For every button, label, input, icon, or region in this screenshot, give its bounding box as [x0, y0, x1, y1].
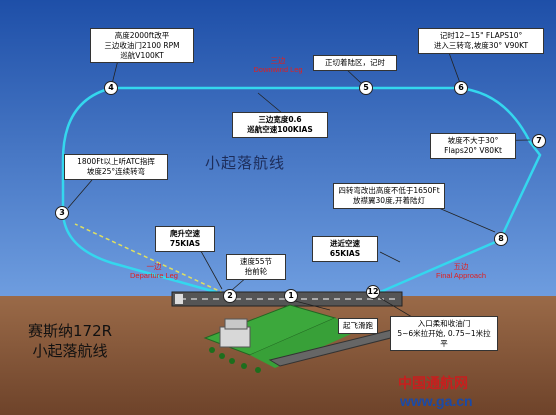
waypoint-6: 6 — [454, 81, 468, 95]
callout-climb-speed: 爬升空速 75KIAS — [155, 226, 215, 252]
climb-path — [74, 223, 231, 297]
callout-waypoint-6: 记时12~15" FLAPS10° 进入三转弯,坡度30° V90KT — [418, 28, 544, 54]
waypoint-4: 4 — [104, 81, 118, 95]
departure-leg-label: 一边 Departure Leg — [112, 262, 196, 280]
callout-touchdown: 入口柔和收油门 5~6米拉开始, 0.75~1米拉平 — [390, 316, 498, 352]
departure-cn: 一边 — [146, 262, 162, 271]
callout-approach-speed: 进近空速 65KIAS — [312, 236, 378, 262]
callout-downwind: 三边宽度0.6 巡航空速100KIAS — [232, 112, 328, 138]
waypoint-1: 1 — [284, 289, 298, 303]
callout-takeoff-roll: 起飞滑跑 — [338, 318, 378, 334]
final-en: Final Approach — [435, 271, 487, 280]
callout-rotate: 速度55节 抬前轮 — [226, 254, 286, 280]
watermark-cn: 中国通航网 — [398, 375, 468, 391]
callout-waypoint-3: 1800Ft以上听ATC指挥 坡度25°连续转弯 — [64, 154, 168, 180]
callout-waypoint-4: 高度2000ft改平 三边收油门2100 RPM 巡航V100KT — [90, 28, 194, 64]
waypoint-12: 12 — [366, 285, 380, 299]
downwind-leg-label: 三边 Downwind Leg — [240, 56, 316, 74]
downwind-cn: 三边 — [270, 56, 286, 65]
final-cn: 五边 — [453, 262, 469, 271]
callout-waypoint-7: 坡度不大于30° Flaps20° V80Kt — [430, 133, 516, 159]
callout-waypoint-5: 正切着陆区，记时 — [313, 55, 397, 71]
aircraft-title: 赛斯纳172R 小起落航线 — [28, 321, 112, 362]
waypoint-8: 8 — [494, 232, 508, 246]
callout-fourth-turn: 四转弯改出高度不低于1650Ft 放襟翼30度,开着陆灯 — [333, 183, 445, 209]
waypoint-7: 7 — [532, 134, 546, 148]
downwind-en: Downwind Leg — [253, 65, 303, 74]
aircraft-title-line1: 赛斯纳172R — [28, 322, 113, 340]
center-title: 小起落航线 — [205, 154, 286, 172]
waypoint-5: 5 — [359, 81, 373, 95]
aircraft-title-line2: 小起落航线 — [32, 342, 108, 361]
pattern-path — [61, 86, 542, 298]
watermark-url: www.ga.cn — [400, 393, 473, 409]
waypoint-2: 2 — [223, 289, 237, 303]
final-approach-label: 五边 Final Approach — [423, 262, 499, 280]
departure-en: Departure Leg — [130, 271, 178, 280]
waypoint-3: 3 — [55, 206, 69, 220]
